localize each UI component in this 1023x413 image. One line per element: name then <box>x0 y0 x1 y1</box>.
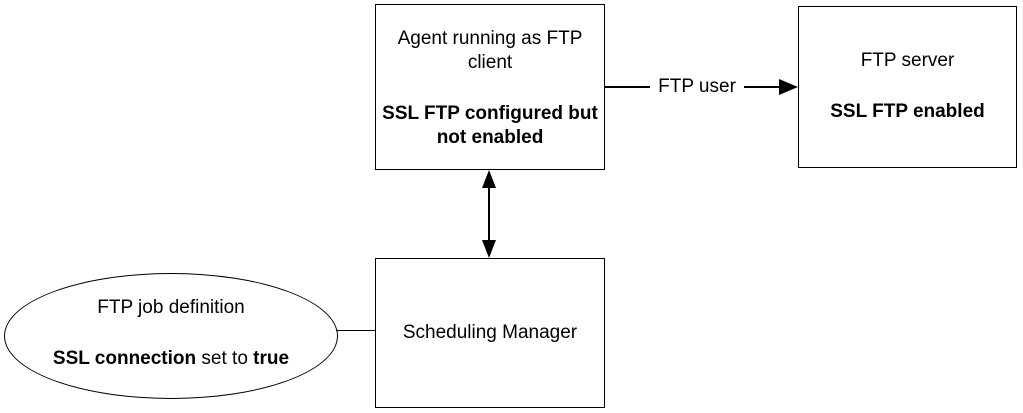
agent-box-title: Agent running as FTP client <box>397 28 583 73</box>
agent-scheduler-arrow-line <box>488 184 490 242</box>
ellipse-connector-line <box>336 330 376 331</box>
ssl-connection-setting-value: true <box>253 348 290 369</box>
ssl-connection-setting-mid: set to <box>196 348 254 369</box>
ftp-user-label: FTP user <box>650 75 744 99</box>
ssl-connection-setting: SSL connection set to true <box>5 347 337 371</box>
agent-box-status: SSL FTP configured but not enabled <box>382 103 598 148</box>
ssl-connection-setting-name: SSL connection <box>52 348 197 369</box>
up-arrowhead-icon <box>482 170 496 188</box>
ftp-job-definition-ellipse: FTP job definition SSL connection set to… <box>4 273 338 399</box>
scheduling-manager-box: Scheduling Manager <box>375 258 605 408</box>
scheduling-manager-title: Scheduling Manager <box>402 322 578 343</box>
ftp-server-box: FTP server SSL FTP enabled <box>798 6 1017 168</box>
agent-box: Agent running as FTP client SSL FTP conf… <box>375 4 605 170</box>
ftp-server-box-status: SSL FTP enabled <box>830 101 985 122</box>
ftp-server-box-title: FTP server <box>860 50 955 71</box>
ftp-job-definition-title: FTP job definition <box>97 297 245 318</box>
down-arrowhead-icon <box>482 240 496 258</box>
right-arrowhead-icon <box>779 79 798 95</box>
